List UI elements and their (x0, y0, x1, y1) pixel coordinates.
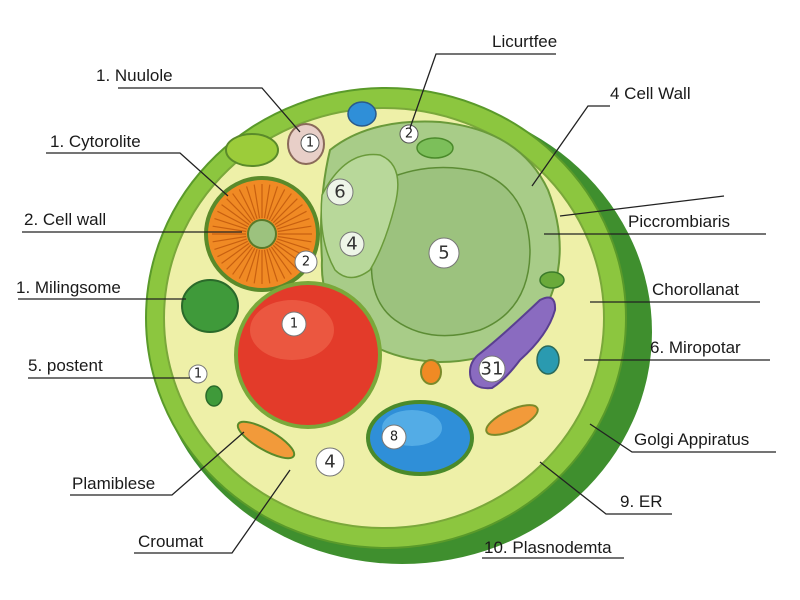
leader-golgi (589, 423, 776, 453)
small-green-leftlow (205, 385, 223, 407)
marker-circle (428, 237, 460, 269)
nucleus-ray (232, 246, 254, 275)
marker-circle (315, 447, 345, 477)
small-orange-organelle (420, 359, 442, 385)
nucleus-ray (277, 238, 310, 251)
nucleus-ray (217, 210, 249, 228)
small-left-bottom (236, 420, 296, 460)
leader-wall-top-right (559, 195, 725, 217)
marker-circle (188, 364, 208, 384)
marker-red-1: 1 (290, 317, 298, 332)
marker-circle (294, 250, 318, 274)
nucleus-ray (226, 198, 252, 224)
nucleus-ray (268, 189, 286, 221)
label-chorollanat: Chorollanat (652, 280, 739, 299)
chloroplast-left (181, 279, 239, 333)
leader-licurtfee (409, 53, 556, 129)
marker-circle (381, 424, 407, 450)
marker-circle (281, 311, 307, 337)
leader-croumat (134, 469, 291, 554)
nucleus-ray (253, 184, 261, 219)
nucleus-ray (274, 204, 303, 226)
label-croumat: Croumat (138, 532, 204, 551)
label-milingsome: 1. Milingsome (16, 278, 121, 297)
marker-5: 5 (438, 243, 449, 264)
label-plamiblese: Plamiblese (72, 474, 156, 493)
chloroplast-upper (416, 137, 454, 159)
nucleus-ray (238, 247, 256, 279)
leader-cytorolite (46, 152, 229, 197)
nucleus-ray (221, 204, 250, 226)
leader-cell-wall-right (531, 105, 610, 187)
small-green-right (539, 271, 565, 289)
nucleus-ray (214, 238, 247, 251)
marker-top-small: 1 (306, 136, 314, 151)
leader-er (539, 461, 672, 515)
nucleus-ray (263, 184, 271, 219)
small-teal-organelle (536, 345, 560, 375)
label-er: 9. ER (620, 492, 663, 511)
label-miropotar: 6. Miropotar (650, 338, 741, 357)
label-golgi: Golgi Appiratus (634, 430, 750, 449)
nucleus-ray (232, 193, 254, 222)
marker-circle (399, 124, 419, 144)
label-cell-wall-right: 4 Cell Wall (610, 84, 691, 103)
small-orange-right (485, 404, 539, 436)
marker-8: 8 (390, 430, 398, 445)
marker-left-1: 1 (194, 367, 202, 382)
nucleus-ray (270, 246, 292, 275)
nucleus-ray (268, 247, 286, 279)
marker-top-2: 2 (405, 127, 413, 142)
nucleus-ray (253, 249, 261, 284)
nucleus-ray (212, 225, 247, 233)
marker-circle (339, 231, 365, 257)
nucleus-ray (214, 217, 247, 230)
label-plasnodemta: 10. Plasnodemta (484, 538, 612, 557)
label-piccrombiaris: Piccrombiaris (628, 212, 731, 231)
nucleus-ray (266, 249, 279, 282)
nucleus-ray (212, 235, 247, 243)
small-blue-organelle-top (347, 101, 377, 127)
nucleus-ray (217, 240, 249, 258)
label-cell-wall-left: 2. Cell wall (24, 210, 107, 229)
marker-2-nucleus: 2 (302, 255, 310, 270)
nucleus-ray (272, 198, 298, 224)
nucleus-ray (277, 217, 310, 230)
label-cytorolite: 1. Cytorolite (50, 132, 141, 151)
marker-6: 6 (334, 182, 345, 203)
nucleus-ray (266, 186, 279, 219)
chloroplast-top (225, 133, 279, 167)
marker-circle (478, 355, 506, 383)
marker-4-vacuole: 4 (346, 234, 357, 255)
nucleus-radial-lines (212, 184, 312, 284)
marker-31: 31 (481, 359, 504, 380)
label-licurtfee: Licurtfee (492, 32, 558, 51)
nucleus-ray (275, 210, 307, 228)
nucleus-ray (226, 244, 252, 270)
nucleus-ray (270, 193, 292, 222)
leader-nuulole (118, 87, 301, 133)
marker-circle (326, 178, 354, 206)
label-postent: 5. postent (28, 356, 103, 375)
marker-4-bottom: 4 (324, 452, 335, 473)
label-nuulole: 1. Nuulole (96, 66, 173, 85)
nucleus-ray (245, 249, 258, 282)
leader-plamiblese (70, 431, 245, 496)
nucleus-ray (277, 235, 312, 243)
nucleus-ray (245, 186, 258, 219)
nucleolus (247, 219, 277, 249)
marker-circle (300, 133, 320, 153)
nucleus-ray (272, 244, 298, 270)
nucleus-ray (221, 242, 250, 264)
nucleus-ray (263, 249, 271, 284)
nucleus-ray (238, 189, 256, 221)
nucleus-ray (277, 225, 312, 233)
